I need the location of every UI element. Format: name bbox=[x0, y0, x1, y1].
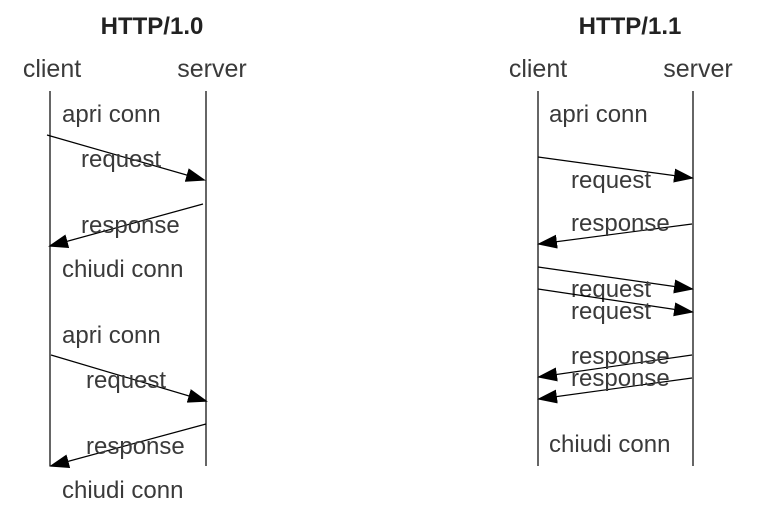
http11-server-label: server bbox=[663, 55, 732, 83]
http10-server-label: server bbox=[177, 55, 246, 83]
http11-response-arrow-1 bbox=[537, 223, 693, 249]
http10-request-arrow-2 bbox=[50, 354, 208, 403]
http10-request-label-1: request bbox=[81, 146, 161, 173]
http11-response-label-2: response bbox=[571, 343, 670, 370]
http10-open-conn-2: apri conn bbox=[62, 322, 161, 349]
http10-response-label-1: response bbox=[81, 212, 180, 239]
http11-request-label-1: request bbox=[571, 167, 651, 194]
http11-response-arrow-2 bbox=[537, 354, 693, 382]
http10-request-arrow-1 bbox=[46, 134, 206, 182]
http10-close-conn-1: chiudi conn bbox=[62, 256, 183, 283]
http11-request-label-2: request bbox=[571, 276, 651, 303]
http11-response-label-3: response bbox=[571, 365, 670, 392]
http10-close-conn-2: chiudi conn bbox=[62, 477, 183, 504]
http11-response-arrow-3 bbox=[537, 377, 693, 404]
http11-request-arrow-1 bbox=[537, 156, 694, 183]
http11-close-conn: chiudi conn bbox=[549, 431, 670, 458]
http10-response-label-2: response bbox=[86, 433, 185, 460]
http11-client-label: client bbox=[509, 55, 567, 83]
http10-title: HTTP/1.0 bbox=[101, 13, 204, 40]
http11-request-arrow-2 bbox=[537, 266, 694, 294]
http11-request-arrow-3 bbox=[537, 288, 694, 317]
http11-open-conn: apri conn bbox=[549, 101, 648, 128]
http10-open-conn-1: apri conn bbox=[62, 101, 161, 128]
http10-diagram: HTTP/1.0 client server apri conn request… bbox=[23, 13, 247, 504]
http11-diagram: HTTP/1.1 client server apri conn request… bbox=[509, 13, 733, 466]
http11-request-label-3: request bbox=[571, 298, 651, 325]
http10-response-arrow-1 bbox=[48, 203, 204, 248]
http11-response-label-1: response bbox=[571, 210, 670, 237]
http10-response-arrow-2 bbox=[49, 423, 207, 469]
http11-title: HTTP/1.1 bbox=[579, 13, 682, 40]
http10-client-label: client bbox=[23, 55, 81, 83]
http10-request-label-2: request bbox=[86, 367, 166, 394]
